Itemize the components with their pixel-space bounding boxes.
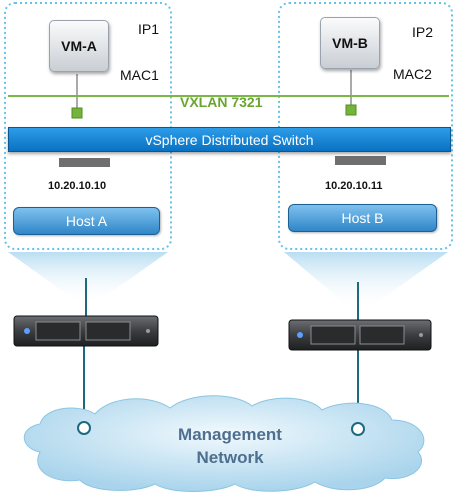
host-b-boundary xyxy=(278,2,453,250)
cloud-label-line2: Network xyxy=(196,448,264,467)
host-b-nic xyxy=(335,156,386,165)
cloud-endpoint-b xyxy=(351,422,365,436)
management-cloud xyxy=(23,395,425,492)
host-b-funnel xyxy=(284,252,448,306)
vm-a-mac: MAC1 xyxy=(120,67,159,83)
vxlan-label: VXLAN 7321 xyxy=(180,94,263,110)
host-a-address: 10.20.10.10 xyxy=(48,180,107,192)
vm-b[interactable]: VM-B xyxy=(320,17,380,69)
cloud-label-line1: Management xyxy=(178,425,282,444)
host-a-button[interactable]: Host A xyxy=(13,207,160,235)
vm-a-ip: IP1 xyxy=(138,21,160,37)
vm-b-mac: MAC2 xyxy=(393,66,432,82)
host-a-funnel xyxy=(8,252,168,300)
vm-b-ip: IP2 xyxy=(412,24,434,40)
server-a xyxy=(13,315,159,347)
host-a-nic xyxy=(59,158,110,167)
vm-b-port xyxy=(345,104,357,116)
server-b xyxy=(288,319,432,351)
host-a-boundary xyxy=(4,2,172,250)
distributed-switch[interactable]: vSphere Distributed Switch xyxy=(8,127,451,152)
vm-a[interactable]: VM-A xyxy=(49,20,109,72)
cloud-endpoint-a xyxy=(77,421,91,435)
host-b-button[interactable]: Host B xyxy=(288,204,437,232)
host-b-address: 10.20.10.11 xyxy=(325,180,383,192)
vm-a-port xyxy=(71,107,83,119)
